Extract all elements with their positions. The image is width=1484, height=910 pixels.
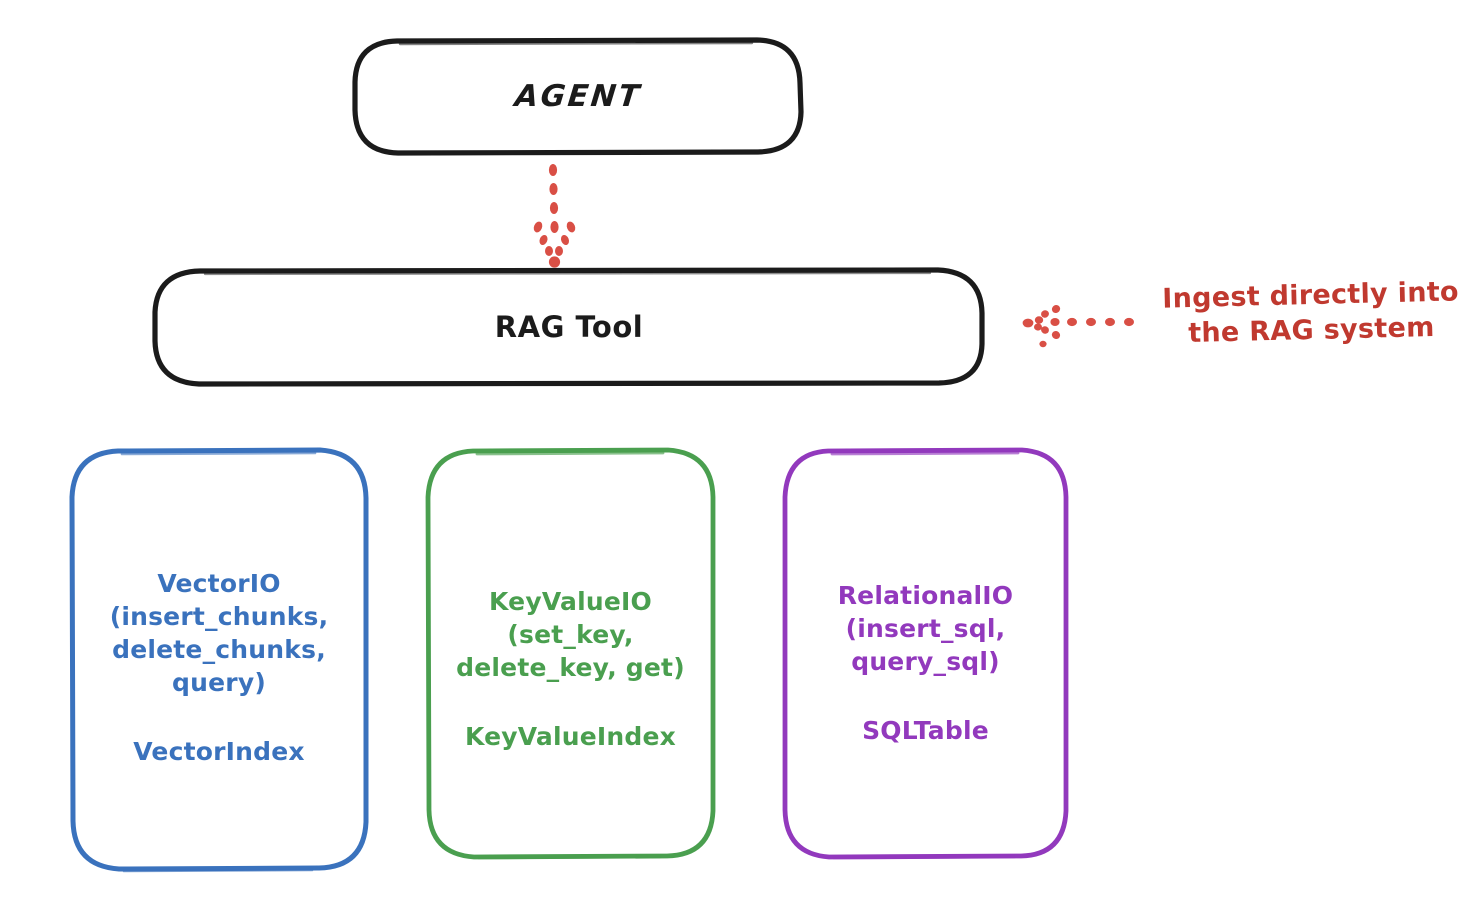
vector-io-text-stack: VectorIO (insert_chunks, delete_chunks, … <box>110 567 329 768</box>
agent-box-outline <box>352 37 804 156</box>
relational-io-node[interactable]: RelationalIO (insert_sql, query_sql) SQL… <box>785 450 1066 856</box>
relational-io-label: RelationalIO (insert_sql, query_sql) <box>837 581 1014 676</box>
agent-node[interactable]: AGENT <box>355 40 801 153</box>
ingest-annotation-label: Ingest directly into the RAG system <box>1161 276 1460 349</box>
relational-card-outline <box>782 447 1069 860</box>
connector-agent-to-rag-tool <box>533 164 576 268</box>
sql-table-label: SQLTable <box>862 716 989 745</box>
rag-tool-box-outline <box>152 267 985 387</box>
agent-label: AGENT <box>512 79 644 114</box>
vector-io-label: VectorIO (insert_chunks, delete_chunks, … <box>109 569 329 697</box>
keyvalue-io-node[interactable]: KeyValueIO (set_key, delete_key, get) Ke… <box>428 450 713 856</box>
vector-index-label: VectorIndex <box>133 737 305 766</box>
keyvalue-index-label: KeyValueIndex <box>464 722 677 751</box>
rag-tool-label: RAG Tool <box>494 310 644 344</box>
vector-io-node[interactable]: VectorIO (insert_chunks, delete_chunks, … <box>72 450 366 869</box>
relational-io-text-stack: RelationalIO (insert_sql, query_sql) SQL… <box>838 579 1014 747</box>
connector-annotation-to-rag-tool <box>1022 305 1134 348</box>
vector-card-outline <box>69 447 369 873</box>
keyvalue-io-text-stack: KeyValueIO (set_key, delete_key, get) Ke… <box>456 585 685 753</box>
keyvalue-io-label: KeyValueIO (set_key, delete_key, get) <box>456 587 685 682</box>
keyvalue-card-outline <box>425 447 716 860</box>
rag-tool-node[interactable]: RAG Tool <box>155 270 983 384</box>
